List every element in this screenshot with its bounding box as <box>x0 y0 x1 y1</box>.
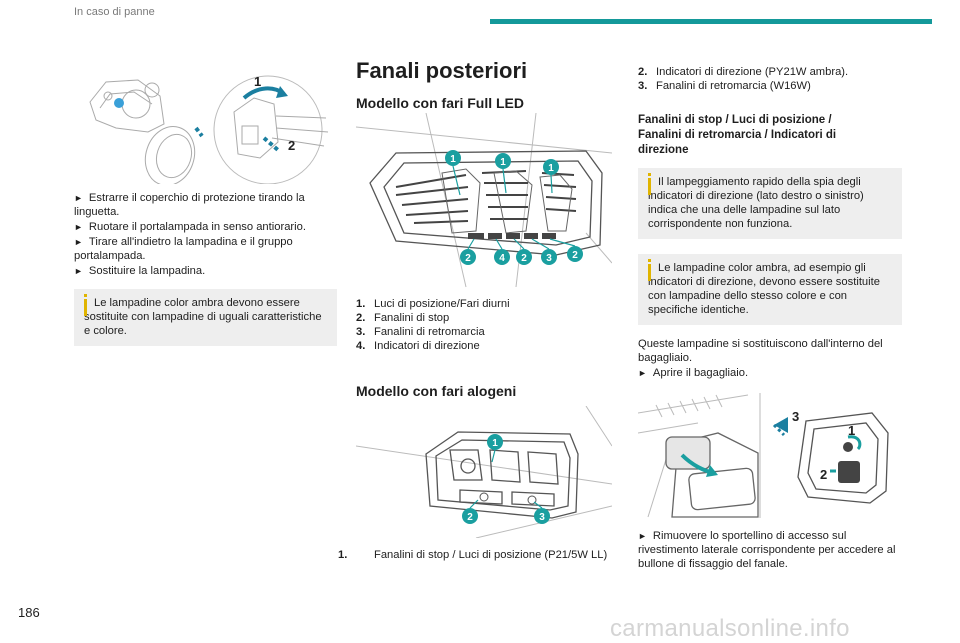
info-box-indicator-flash: Il lampeggiamento rapido della spia degl… <box>638 168 902 239</box>
halogen-label-1: 1 <box>492 438 498 449</box>
legend-item: 4.Indicatori di direzione <box>356 340 480 352</box>
led-label-2c: 2 <box>572 250 578 261</box>
info-box-amber-bulbs: Le lampadine color ambra devono essere s… <box>74 289 337 346</box>
info-text: Il lampeggiamento rapido della spia degl… <box>648 176 864 230</box>
led-label-2a: 2 <box>465 253 471 264</box>
led-label-2b: 2 <box>521 253 527 264</box>
full-led-legend: 1.Luci di posizione/Fari diurni 2.Fanali… <box>356 297 608 353</box>
bulb-holder-illustration: 1 2 <box>89 74 329 184</box>
body-text: Queste lampadine si sostituiscono dall'i… <box>638 338 883 364</box>
subheading-bulbs: Fanalini di stop / Luci di posizione / F… <box>638 114 837 156</box>
info-box-amber-spec: Le lampadine color ambra, ad esempio gli… <box>638 254 902 325</box>
step-remove-access-panel: Rimuovere lo sportellino di accesso sul … <box>638 529 902 571</box>
info-icon <box>648 259 651 281</box>
section-title: Fanali posteriori <box>356 58 528 83</box>
step-replace-bulb: Sostituire la lampadina. <box>74 264 338 278</box>
led-label-4: 4 <box>499 253 505 264</box>
info-text: Le lampadine color ambra, ad esempio gli… <box>648 262 880 316</box>
legend-item: 1.Luci di posizione/Fari diurni <box>356 298 510 310</box>
watermark: carmanualsonline.info <box>610 615 850 642</box>
legend-item: 3.Fanalini di retromarcia <box>356 326 485 338</box>
col3-body: Queste lampadine si sostituiscono dall'i… <box>638 337 902 381</box>
access-label-1: 1 <box>848 423 855 438</box>
halogen-legend: 1.Fanalini di stop / Luci di posizione (… <box>338 548 608 562</box>
step-pull-bulb: Tirare all'indietro la lampadina e il gr… <box>74 235 338 263</box>
halogen-label-3: 3 <box>539 512 545 523</box>
step-rotate-holder: Ruotare il portalampada in senso antiora… <box>74 220 338 234</box>
info-icon <box>84 294 87 316</box>
halogen-rear-light-illustration: 1 2 3 <box>356 406 612 538</box>
figure-label-1: 1 <box>254 74 261 89</box>
access-label-3: 3 <box>792 409 799 424</box>
info-icon <box>648 173 651 195</box>
legend-item: 2.Indicatori di direzione (PY21W ambra). <box>638 66 849 78</box>
running-header: In caso di panne <box>74 6 155 18</box>
led-label-1c: 1 <box>548 163 554 174</box>
legend-item: 2.Fanalini di stop <box>356 312 450 324</box>
legend-item: 3.Fanalini di retromarcia (W16W) <box>638 80 811 92</box>
step-remove-cover: Estrarre il coperchio di protezione tira… <box>74 191 338 219</box>
led-label-1b: 1 <box>500 157 506 168</box>
page-number: 186 <box>18 605 40 620</box>
col1-steps: Estrarre il coperchio di protezione tira… <box>74 191 338 279</box>
access-label-2: 2 <box>820 467 827 482</box>
led-label-3: 3 <box>546 253 552 264</box>
col3-step2: Rimuovere lo sportellino di accesso sul … <box>638 529 902 572</box>
boot-access-panel-illustration: 3 1 2 <box>638 393 889 518</box>
legend-item: 1.Fanalini di stop / Luci di posizione (… <box>338 549 608 561</box>
info-text: Le lampadine color ambra devono essere s… <box>84 297 322 337</box>
figure-label-2: 2 <box>288 138 295 153</box>
full-led-rear-light-illustration: 1 1 1 2 4 2 3 2 <box>356 113 612 288</box>
halogen-label-2: 2 <box>467 512 473 523</box>
step-open-boot: Aprire il bagagliaio. <box>638 366 902 380</box>
header-accent-bar <box>490 19 932 24</box>
col3-list: 2.Indicatori di direzione (PY21W ambra).… <box>638 65 902 93</box>
full-led-heading: Modello con fari Full LED <box>356 95 524 111</box>
led-label-1a: 1 <box>450 154 456 165</box>
halogen-heading: Modello con fari alogeni <box>356 383 517 399</box>
